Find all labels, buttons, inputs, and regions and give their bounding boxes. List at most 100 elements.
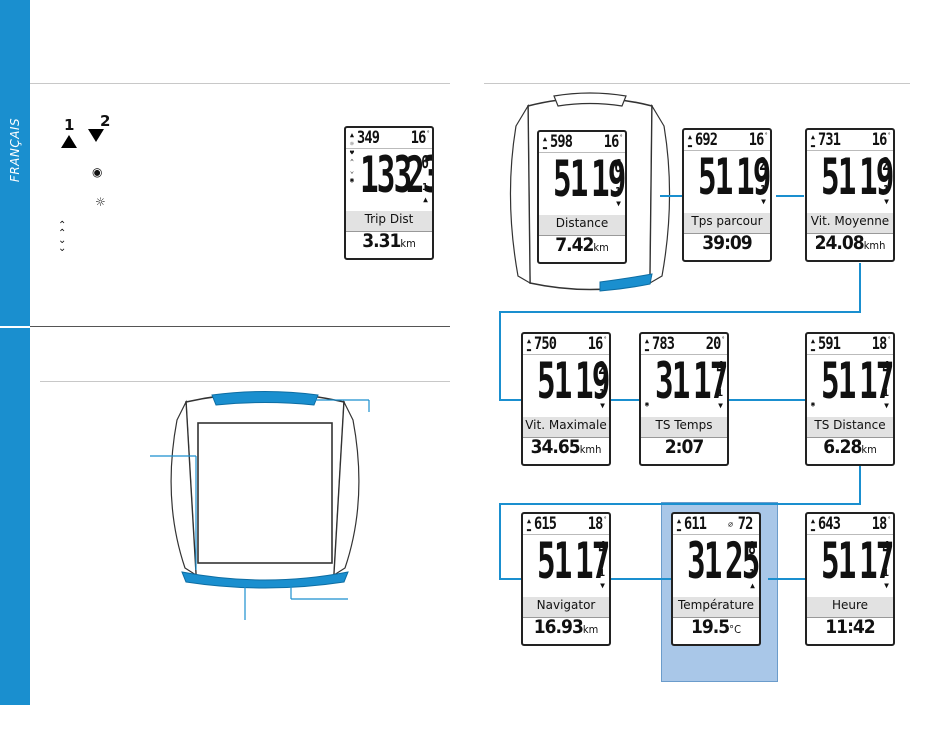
lcd-status-icons: ▲▬ [526, 517, 532, 534]
lcd-gear: 1 [421, 182, 428, 193]
lcd-top-number: 692 [695, 130, 718, 150]
degree-icon: ° [764, 132, 768, 139]
lcd-mid-line [684, 233, 770, 234]
language-label-box: FRANÇAIS [4, 110, 26, 190]
lcd-status-icons: ▲▬ [542, 135, 548, 152]
lcd-speed-sub: 4 [598, 538, 606, 559]
lcd-label: Température [677, 598, 754, 612]
lcd-separator [523, 354, 609, 355]
lcd-top-temp: 18 [871, 514, 887, 534]
degree-icon: ° [426, 130, 430, 137]
lcd-mid-line [807, 617, 893, 618]
lcd-gear: 1 [716, 388, 723, 399]
degree-icon: ° [887, 336, 891, 343]
lcd-label: Navigator [536, 598, 596, 612]
lcd-value-number: 6.28 [823, 436, 862, 458]
lcd-mid-line [807, 437, 893, 438]
lcd-gear: 1 [882, 568, 889, 579]
lcd-top-temp: 16 [603, 132, 619, 152]
lcd-top-temp: 16 [748, 130, 764, 150]
lcd-label-band [684, 213, 770, 233]
section-rule-device [40, 381, 450, 382]
lcd-mid-line [673, 617, 759, 618]
double-chevron-down-icon: ⌄⌄ [58, 235, 67, 254]
lcd-value-unit: km [582, 623, 599, 636]
device-outline-left [150, 391, 370, 620]
lcd-top-number: 349 [357, 128, 380, 148]
lcd-value: 6.28km [807, 436, 893, 458]
language-sidebar: FRANÇAIS [0, 0, 30, 705]
lcd-panel-ts-distance: ▲▬◉ 591 18 ° 51 17 4 1 ▼ TS Distance 6.2… [805, 332, 895, 466]
lcd-trend-arrow: ▼ [600, 581, 605, 590]
max-icon: ⌀ [728, 520, 733, 529]
lcd-top-temp: 16 [410, 128, 426, 148]
lcd-gear: 1 [882, 184, 889, 195]
lcd-speed-decimal: 25 [725, 532, 759, 590]
lcd-label-band [539, 215, 625, 235]
lcd-speed-main: 51 [821, 532, 856, 590]
lcd-mid-line [539, 235, 625, 236]
lcd-speed-sub: 6 [614, 156, 622, 177]
lcd-label: Distance [555, 216, 609, 230]
lcd-label-band [807, 417, 893, 437]
lcd-value-number: 19.5 [690, 616, 730, 638]
lcd-speed-decimal: 19 [736, 148, 770, 206]
lcd-speed-main: 51 [821, 148, 856, 206]
triangle-down-icon [88, 129, 104, 142]
lcd-panel-temperature: ▲▬ 611 72 ⌀ 31 25 8 1 ▲ Température 19.5… [671, 512, 761, 646]
lcd-panel-distance: ▲▬ 598 16 ° 51 19 6 1 ▼ Distance 7.42km [537, 130, 627, 264]
lcd-value-number: 39:09 [702, 232, 752, 254]
lcd-mid-line [346, 231, 432, 232]
lcd-speed-main: 51 [821, 352, 856, 410]
key-down-number: 2 [100, 112, 111, 130]
lcd-status-icons: ▲▬ [687, 133, 693, 150]
lcd-speed-main: 31 [687, 532, 722, 590]
lcd-top-number: 643 [818, 514, 841, 534]
lcd-speed-decimal: 17 [859, 352, 893, 410]
lcd-label: Trip Dist [364, 212, 414, 226]
lcd-status-icons: ▲☼♥⌃⌄◉ [349, 131, 355, 184]
degree-icon: ° [603, 516, 607, 523]
button-legend: 1 2 ◉ ☼ ⌃⌃ ⌄⌄ [58, 110, 178, 260]
lcd-top-temp: 18 [587, 514, 603, 534]
lcd-panel-trip-dist: ▲☼♥⌃⌄◉ 349 16 ° 133 23 6 1 ▲ Trip Dist 3… [344, 126, 434, 260]
lcd-top-number: 611 [684, 514, 707, 534]
lcd-label: Vit. Maximale [525, 418, 607, 432]
lcd-value: 24.08kmh [807, 232, 893, 254]
lcd-value: 19.5°C [673, 616, 759, 638]
degree-icon: ° [887, 132, 891, 139]
lcd-top-temp: 18 [871, 334, 887, 354]
lcd-speed-decimal: 17 [575, 532, 609, 590]
lcd-value-number: 7.42 [555, 234, 594, 256]
connector-line [660, 195, 682, 197]
lcd-label-band [807, 597, 893, 617]
lcd-value: 11:42 [807, 616, 893, 638]
lcd-speed-main: 51 [537, 352, 572, 410]
lcd-speed-sub: 2 [598, 358, 606, 379]
lcd-speed-sub: 2 [882, 154, 890, 175]
lcd-panel-heure: ▲▬ 643 18 ° 51 17 4 1 ▼ Heure 11:42 [805, 512, 895, 646]
lcd-separator [539, 152, 625, 153]
lcd-speed-main: 31 [655, 352, 690, 410]
degree-icon: ° [603, 336, 607, 343]
connector-line [611, 399, 639, 401]
lcd-separator [807, 150, 893, 151]
lcd-separator [807, 354, 893, 355]
lcd-panel-navigator: ▲▬ 615 18 ° 51 17 4 1 ▼ Navigator 16.93k… [521, 512, 611, 646]
lcd-trend-arrow: ▼ [616, 199, 621, 208]
lcd-label-band [523, 417, 609, 437]
connector-line [768, 578, 805, 580]
lcd-gear: 1 [614, 186, 621, 197]
lcd-gear: 1 [759, 184, 766, 195]
lcd-speed-decimal: 17 [693, 352, 727, 410]
connector-line [776, 195, 804, 197]
lcd-value-number: 2:07 [664, 436, 705, 458]
lcd-separator [346, 148, 432, 149]
lcd-label-band [523, 597, 609, 617]
lcd-value-unit: km [861, 443, 877, 456]
lcd-panel-vit-maximale: ▲▬ 750 16 ° 51 19 2 1 ▼ Vit. Maximale 34… [521, 332, 611, 466]
triangle-up-icon [61, 135, 77, 148]
lcd-top-number: 591 [818, 334, 841, 354]
lcd-label: Tps parcour [691, 214, 763, 228]
lcd-label: Heure [831, 598, 869, 612]
